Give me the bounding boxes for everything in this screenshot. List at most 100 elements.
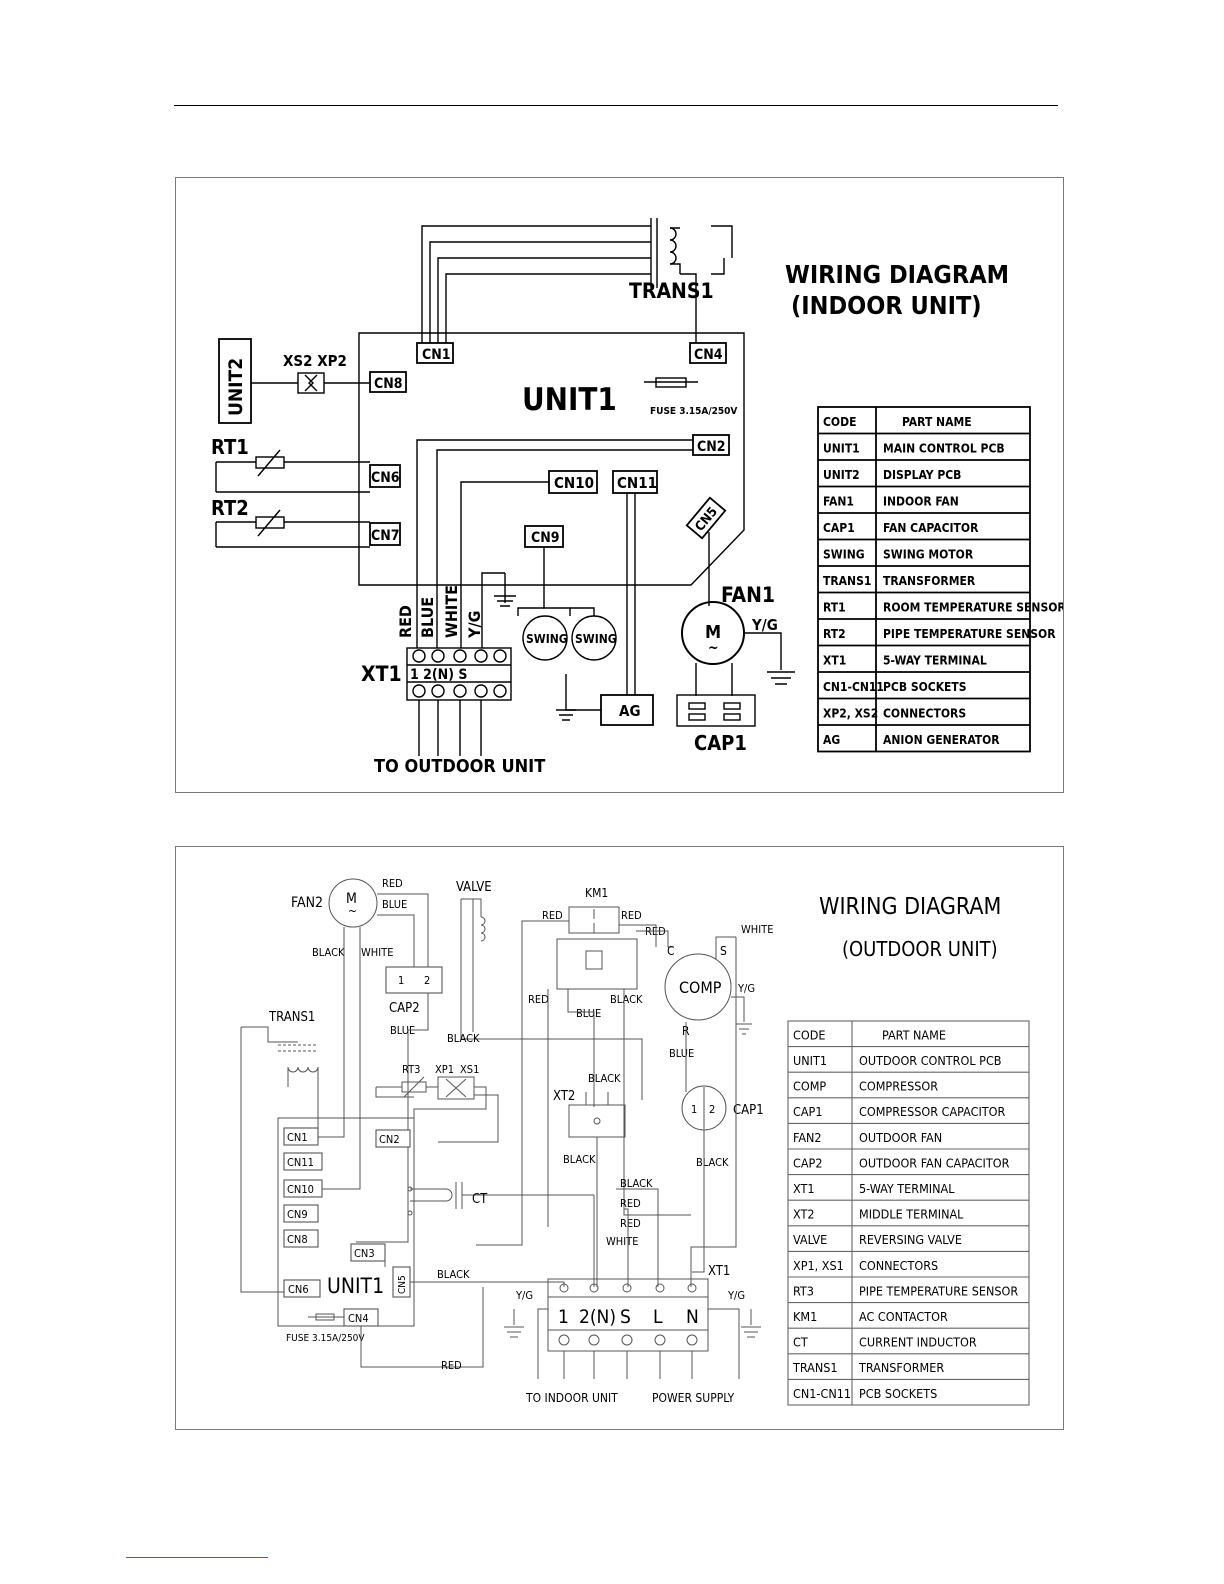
xt1-yg-left-label: Y/G (515, 1289, 533, 1302)
cap1-label: CAP1 (733, 1103, 764, 1118)
outdoor-cn2-socket (375, 1129, 411, 1148)
fuse-label: FUSE 3.15A/250V (650, 406, 737, 417)
valve-label: VALVE (456, 880, 492, 895)
xp1-label: XP1 (435, 1063, 454, 1076)
cn2-label: CN2 (697, 439, 726, 455)
cap1-black-label: BLACK (696, 1156, 729, 1169)
outdoor-cn1-socket (283, 1127, 319, 1146)
cn7-socket (369, 522, 401, 546)
fan1-ac-symbol: ~ (708, 640, 719, 656)
table-cell-part-name: FAN CAPACITOR (883, 521, 979, 535)
outdoor-cn11-label: CN11 (287, 1156, 314, 1169)
xt1-terminal-n: N (686, 1306, 699, 1328)
cap2-terminal-1: 1 (398, 974, 404, 987)
xt1-terminal-l: L (653, 1306, 663, 1328)
outdoor-cn9-socket (283, 1204, 319, 1223)
table-cell-part-name: ANION GENERATOR (883, 733, 1000, 747)
indoor-wiring-diagram: TRANS1 UNIT1 FUSE 3.15A/250V CN1 CN4 CN8… (175, 177, 1064, 793)
km1-red-to-xt1-label: RED (620, 1217, 641, 1230)
cn8-socket (369, 371, 407, 393)
fan2-blue-label: BLUE (382, 898, 407, 911)
outdoor-cn4-label: CN4 (348, 1312, 369, 1325)
fan1-yg-label: Y/G (751, 616, 778, 634)
cn10-label: CN10 (554, 474, 594, 492)
comp-blue-label: BLUE (669, 1047, 694, 1060)
table-cell-part-name: PIPE TEMPERATURE SENSOR (859, 1283, 1018, 1298)
valve-black-label: BLACK (447, 1032, 480, 1045)
ag-label: AG (619, 702, 641, 720)
table-cell-part-name: PIPE TEMPERATURE SENSOR (883, 627, 1056, 641)
table-cell-code: UNIT1 (823, 442, 860, 456)
table-cell-code: UNIT2 (823, 468, 860, 482)
table-cell-code: UNIT1 (793, 1053, 827, 1068)
table-cell-code: CT (793, 1335, 808, 1350)
blue-wire-label: BLUE (418, 597, 437, 638)
outdoor-cn10-socket (283, 1179, 323, 1198)
fan2-white-label: WHITE (361, 946, 393, 959)
swing-motor-1-label: SWING (526, 632, 568, 646)
outdoor-cn11-socket (283, 1152, 323, 1171)
xt1-terminal-s: S (620, 1306, 631, 1328)
header-rule (174, 105, 1058, 106)
table-cell-code: KM1 (793, 1309, 817, 1324)
cn6-label: CN6 (371, 470, 400, 486)
table-cell-code: COMP (793, 1079, 826, 1094)
cap2-box (385, 966, 443, 994)
table-cell-code: RT3 (793, 1283, 814, 1298)
table-cell-part-name: 5-WAY TERMINAL (883, 654, 987, 668)
cap1-terminal-1: 1 (691, 1103, 697, 1116)
outdoor-title-line2: (OUTDOOR UNIT) (842, 937, 998, 961)
table-cell-part-name: SWING MOTOR (883, 548, 974, 562)
table-cell-part-name: ROOM TEMPERATURE SENSOR (883, 601, 1064, 615)
table-cell-part-name: OUTDOOR FAN CAPACITOR (859, 1155, 1010, 1170)
table-cell-code: CN1-CN11 (793, 1386, 851, 1401)
table-header-part-name: PART NAME (902, 415, 972, 429)
comp-white-label: WHITE (741, 923, 773, 936)
table-cell-part-name: MAIN CONTROL PCB (883, 442, 1005, 456)
cap1-terminal-2: 2 (709, 1103, 715, 1116)
to-outdoor-unit-label: TO OUTDOOR UNIT (374, 756, 545, 777)
table-cell-part-name: TRANSFORMER (883, 574, 976, 588)
cn4-label: CN4 (694, 347, 723, 363)
km1-label: KM1 (585, 886, 608, 900)
table-cell-code: XT2 (793, 1207, 815, 1222)
xt1-terminal-2n: 2(N) (579, 1306, 616, 1328)
table-cell-code: CAP1 (793, 1104, 822, 1119)
table-cell-code: RT1 (823, 601, 846, 615)
table-cell-code: TRANS1 (792, 1360, 838, 1375)
comp-yg-label: Y/G (737, 982, 755, 995)
table-header-part-name: PART NAME (882, 1027, 946, 1042)
swing-motor-2-label: SWING (575, 632, 617, 646)
rt3-label: RT3 (402, 1063, 420, 1076)
to-indoor-unit-label: TO INDOOR UNIT (525, 1391, 618, 1405)
table-cell-part-name: INDOOR FAN (883, 495, 959, 509)
table-cell-code: XT1 (823, 654, 846, 668)
cn11-label: CN11 (617, 474, 657, 492)
outdoor-wiring-diagram: FAN2 M ~ RED BLUE BLACK WHITE 1 2 CAP2 B… (175, 846, 1064, 1430)
table-cell-code: CN1-CN11 (823, 680, 884, 694)
outdoor-cn5-label: CN5 (397, 1275, 408, 1294)
table-cell-code: CAP2 (793, 1155, 822, 1170)
table-cell-part-name: 5-WAY TERMINAL (859, 1181, 955, 1196)
table-cell-code: RT2 (823, 627, 846, 641)
table-cell-code: XT1 (793, 1181, 815, 1196)
indoor-diagram-svg: TRANS1 UNIT1 FUSE 3.15A/250V CN1 CN4 CN8… (211, 218, 1064, 777)
red-wire-label: RED (396, 605, 415, 638)
indoor-title-line1: WIRING DIAGRAM (785, 260, 1009, 289)
km1-red-left-label: RED (542, 909, 563, 922)
cap1-label: CAP1 (694, 731, 747, 755)
parts-table-frame (787, 1020, 1030, 1406)
fan1-label: FAN1 (721, 583, 775, 607)
outdoor-cn6-socket (283, 1279, 321, 1298)
trans1-label: TRANS1 (268, 1010, 315, 1025)
yg-wire-label: Y/G (465, 611, 484, 640)
unit1-label: UNIT1 (522, 382, 617, 418)
km1-black-label: BLACK (610, 993, 643, 1006)
fan2-red-label: RED (382, 877, 403, 890)
outdoor-title-line1: WIRING DIAGRAM (819, 894, 1001, 920)
outdoor-cn6-label: CN6 (288, 1283, 309, 1296)
table-cell-code: FAN1 (823, 495, 854, 509)
fan2-ac-symbol: ~ (348, 904, 357, 918)
table-cell-code: FAN2 (793, 1130, 822, 1145)
